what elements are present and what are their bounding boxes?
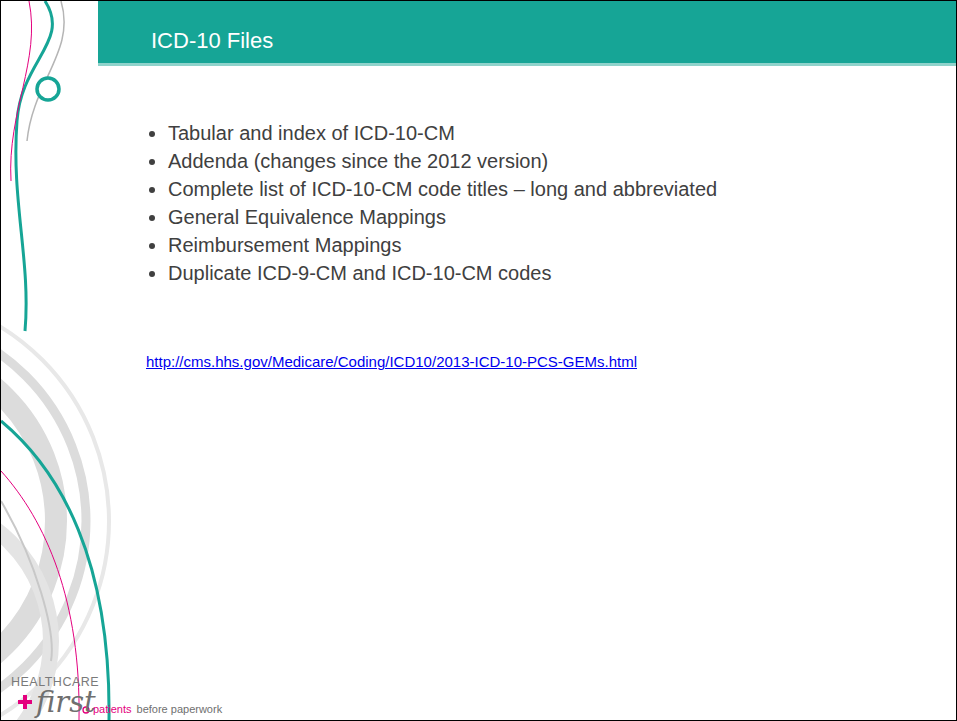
title-band bbox=[98, 1, 956, 63]
pink-curve bbox=[11, 1, 32, 181]
bullet-item: Tabular and index of ICD-10-CM bbox=[168, 122, 743, 145]
grey-curve bbox=[1, 501, 52, 661]
logo-tagline: patients bbox=[93, 703, 132, 715]
slide-title: ICD-10 Files bbox=[151, 27, 273, 55]
bullet-item: Reimbursement Mappings bbox=[168, 234, 743, 257]
grey-curve bbox=[27, 1, 64, 141]
title-band-edge bbox=[98, 63, 956, 66]
bullet-item: Addenda (changes since the 2012 version) bbox=[168, 150, 743, 173]
logo-plus bbox=[18, 695, 32, 709]
bullet-item: Complete list of ICD-10-CM code titles –… bbox=[168, 178, 743, 201]
logo-tagline: before paperwork bbox=[137, 703, 223, 715]
logo-wordmark: first bbox=[36, 685, 96, 719]
teal-curve bbox=[16, 1, 53, 331]
teal-ring bbox=[37, 78, 59, 100]
bullet-item: General Equivalence Mappings bbox=[168, 206, 743, 229]
bullet-item: Duplicate ICD-9-CM and ICD-10-CM codes bbox=[168, 262, 743, 285]
bullet-list: Tabular and index of ICD-10-CM Addenda (c… bbox=[148, 122, 743, 290]
source-link: http://cms.hhs.gov/Medicare/Coding/ICD10… bbox=[146, 353, 756, 371]
grey-arcs bbox=[1, 293, 109, 720]
teal-curve bbox=[1, 421, 109, 720]
plus-bar bbox=[23, 695, 27, 709]
